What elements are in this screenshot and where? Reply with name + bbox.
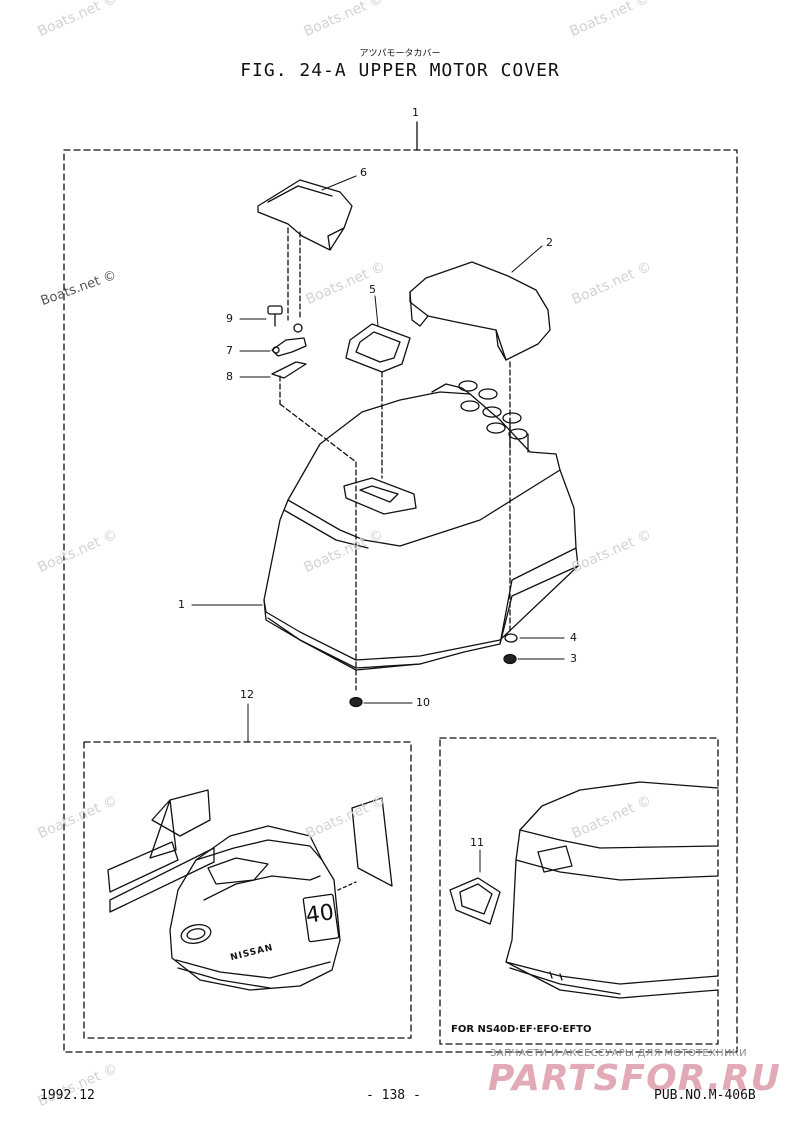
part-10-nut	[349, 696, 363, 708]
part-3-nut	[503, 653, 517, 665]
part-11-grommet	[449, 877, 501, 925]
part-1-upper-motor-cover	[263, 380, 579, 671]
figure-title: FIG. 24-A UPPER MOTOR COVER	[240, 60, 560, 81]
callout-3: 3	[570, 652, 577, 665]
callout-8: 8	[226, 370, 233, 383]
japanese-title: アツパモータカバー	[359, 49, 441, 59]
callout-10: 10	[416, 696, 430, 709]
callout-7: 7	[226, 344, 233, 357]
callout-9: 9	[226, 312, 233, 325]
part-8-plate	[271, 361, 357, 691]
callout-11: 11	[470, 836, 484, 849]
assembly-boundary-box	[63, 121, 738, 1053]
part-12-decal-set	[83, 741, 412, 1039]
callout-6: 6	[360, 166, 367, 179]
callout-4: 4	[570, 631, 577, 644]
part-4-washer	[504, 633, 518, 643]
variant-label: FOR NS40D·EF·EFO·EFTO	[451, 1024, 592, 1035]
brand-tagline: ЗАПЧАСТИ И АКСЕССУАРЫ ДЛЯ МОТОТЕХНИКИ	[490, 1048, 747, 1059]
variant-detail-box	[439, 737, 719, 1045]
decal-model-text: 40	[304, 900, 336, 929]
leader-lines	[191, 175, 565, 873]
footer-publication-number: PUB.NO.M-406B	[654, 1088, 756, 1103]
callout-2: 2	[546, 236, 553, 249]
part-9-bolt	[267, 305, 283, 327]
callout-1-assembly: 1	[412, 106, 419, 119]
callout-1-cover: 1	[178, 598, 185, 611]
brand-logo-text: PARTSFOR.RU	[488, 1058, 781, 1099]
part-2-top-cap	[409, 261, 551, 633]
footer-date: 1992.12	[40, 1088, 95, 1103]
part-6-cover-plate	[257, 179, 353, 321]
part-5-grommet	[345, 323, 411, 479]
footer-page-number: - 138 -	[366, 1088, 421, 1103]
part-7-bracket	[271, 323, 307, 357]
callout-5: 5	[369, 283, 376, 296]
callout-12: 12	[240, 688, 254, 701]
